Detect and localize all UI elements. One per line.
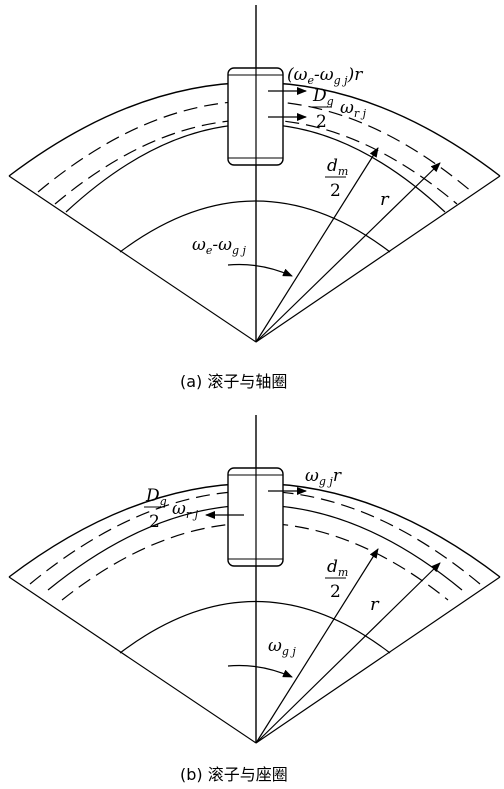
svg-text:Dg: Dg: [145, 486, 167, 508]
roller-center-dashed-arc: [29, 490, 481, 585]
svg-text:dm: dm: [327, 156, 348, 178]
svg-text:ωr j: ωr j: [172, 499, 199, 521]
svg-text:ωr j: ωr j: [340, 98, 367, 120]
panel-a: (ωe-ωg j)r Dg 2 ωr j dm 2 r ωe-ωg j (a) …: [8, 5, 501, 391]
arrow-dm-half: [255, 147, 379, 343]
arrow-r: [255, 562, 441, 744]
sector-edge-left: [8, 175, 257, 343]
label-cage-velocity: ωg jr: [305, 466, 342, 488]
label-r: r: [380, 189, 390, 210]
svg-text:2: 2: [330, 582, 341, 602]
label-spin-velocity: Dg 2 ωr j: [144, 486, 199, 532]
sector-edge-right: [255, 576, 501, 744]
label-dm-half: dm 2: [325, 557, 348, 602]
label-dm-half: dm 2: [325, 156, 348, 201]
label-r: r: [370, 594, 380, 615]
label-spin-velocity: Dg 2 ωr j: [311, 86, 367, 132]
sector-edge-left: [8, 576, 257, 744]
caption-b: (b) 滚子与座圈: [180, 765, 288, 784]
svg-text:2: 2: [149, 512, 160, 532]
arrow-dm-half: [255, 548, 379, 744]
inner-race-arc: [119, 200, 391, 253]
inner-race-arc: [119, 600, 391, 654]
arrow-r: [255, 162, 441, 343]
rotation-arrow: [227, 263, 293, 277]
panel-b: ωg jr Dg 2 ωr j dm 2 r ωg j (b) 滚子与座圈: [8, 415, 501, 784]
caption-a: (a) 滚子与轴圈: [180, 372, 287, 391]
svg-text:Dg: Dg: [312, 86, 334, 108]
label-rotation: ωg j: [268, 636, 296, 658]
svg-text:2: 2: [330, 181, 341, 201]
label-relative-velocity: (ωe-ωg j)r: [287, 65, 363, 87]
sector-edge-right: [255, 175, 501, 343]
svg-text:2: 2: [316, 112, 327, 132]
rotation-arrow: [227, 664, 293, 678]
svg-text:dm: dm: [327, 557, 348, 579]
label-rotation: ωe-ωg j: [192, 235, 247, 257]
